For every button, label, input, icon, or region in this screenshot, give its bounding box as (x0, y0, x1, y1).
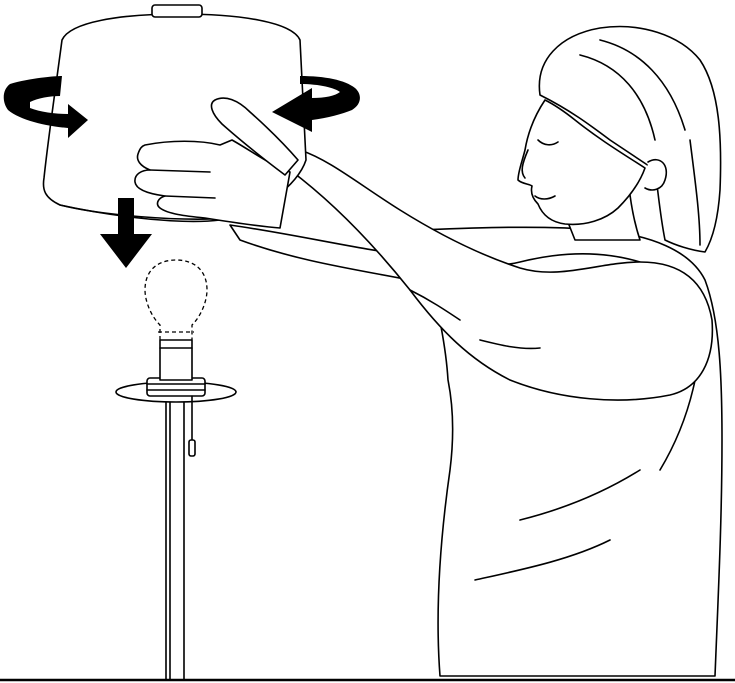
lampshade-finial (152, 5, 202, 17)
floor-lamp (116, 340, 236, 680)
light-bulb-icon (145, 260, 207, 340)
lamp-pole (166, 395, 184, 680)
bulb-socket (160, 340, 192, 380)
woman-ear (645, 160, 666, 190)
pull-chain-knob (189, 440, 195, 456)
